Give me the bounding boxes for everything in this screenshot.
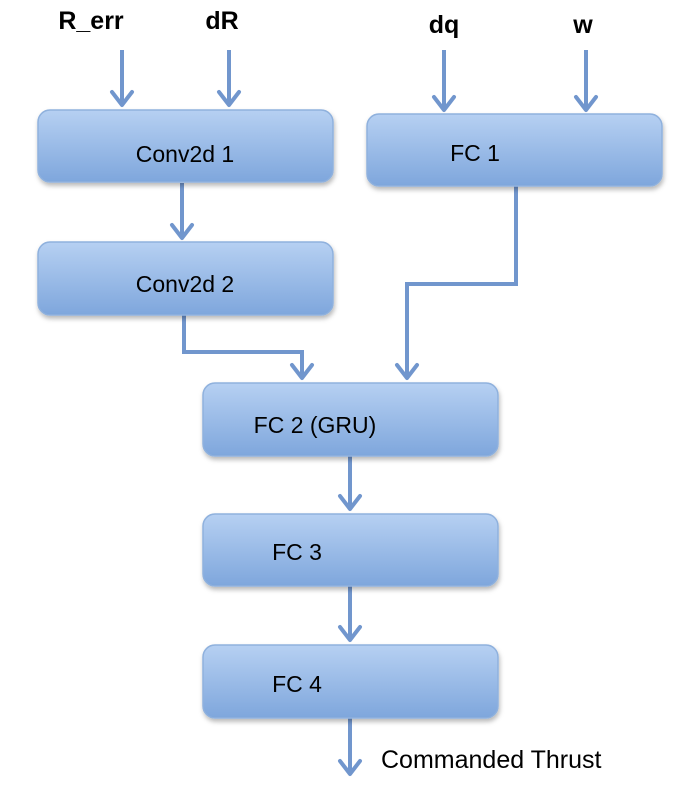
node-conv2d-2-label: Conv2d 2 <box>136 271 234 297</box>
edge-conv2d-1-to-conv2d-2 <box>170 183 194 240</box>
edge-w-to-fc1 <box>574 50 598 112</box>
edge-fc3-to-fc4 <box>338 586 362 642</box>
node-fc4-label: FC 4 <box>272 671 322 697</box>
input-label-w: w <box>572 11 593 39</box>
edge-dq-to-fc1 <box>432 50 456 112</box>
node-fc2-label: FC 2 (GRU) <box>254 412 377 438</box>
edge-conv2d-2-to-fc2 <box>182 315 314 380</box>
input-label-dr: dR <box>205 7 238 35</box>
node-conv2d-1: Conv2d 1 <box>37 109 334 183</box>
node-fc1: FC 1 <box>366 113 663 187</box>
output-label: Commanded Thrust <box>381 746 602 774</box>
edge-dr-to-conv2d-1 <box>217 50 241 107</box>
node-fc2: FC 2 (GRU) <box>202 382 499 457</box>
edge-r-err-to-conv2d-1 <box>110 50 134 107</box>
node-fc1-label: FC 1 <box>450 140 500 166</box>
node-conv2d-1-label: Conv2d 1 <box>136 141 234 167</box>
node-fc3: FC 3 <box>202 513 499 587</box>
edge-fc4-to-output <box>338 718 362 776</box>
input-label-dq: dq <box>429 11 460 39</box>
node-fc3-label: FC 3 <box>272 539 322 565</box>
input-labels: R_err dR dq w <box>58 7 593 39</box>
node-conv2d-2: Conv2d 2 <box>37 241 334 316</box>
edge-fc1-to-fc2 <box>395 186 518 380</box>
input-label-r-err: R_err <box>58 7 124 35</box>
edges <box>110 50 598 776</box>
node-fc4: FC 4 <box>202 644 499 719</box>
edge-fc2-to-fc3 <box>338 456 362 511</box>
